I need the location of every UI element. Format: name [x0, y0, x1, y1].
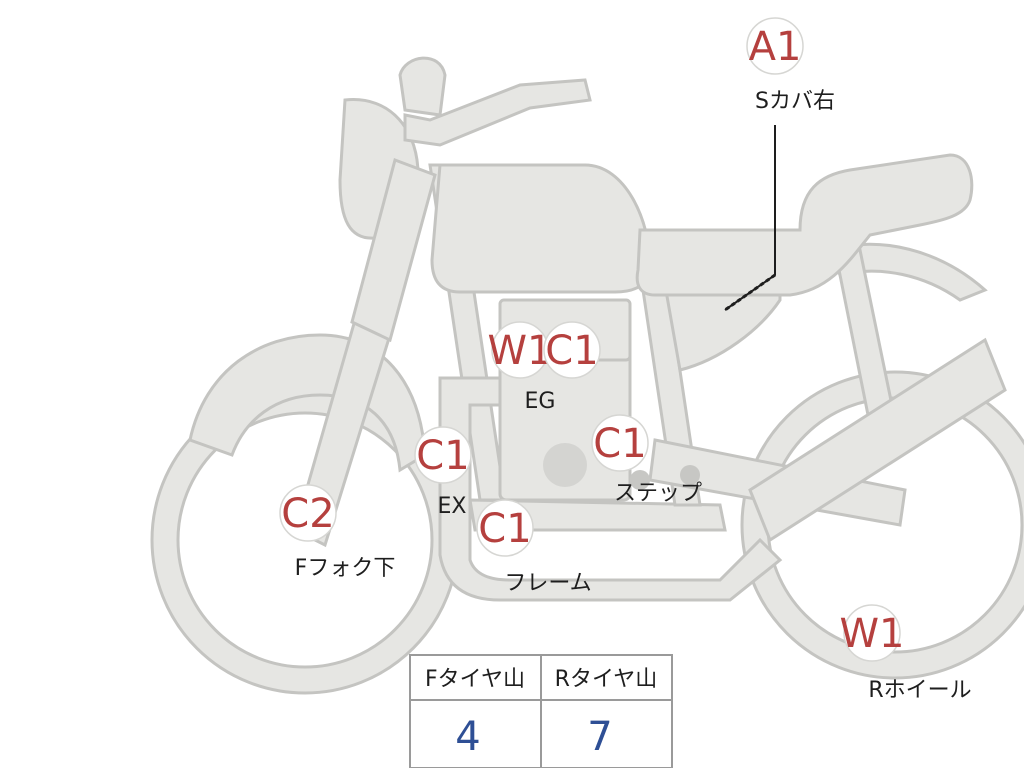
marker-label: EX: [438, 494, 467, 519]
marker-label: Fフォク下: [295, 556, 396, 581]
step-peg-2: [680, 465, 700, 485]
marker-code: W1: [840, 611, 905, 657]
marker-w1-engine: W1: [488, 321, 553, 379]
marker-circle: [279, 484, 337, 542]
marker-label: EG: [525, 389, 556, 414]
marker-label: フレーム: [504, 571, 591, 596]
marker-circle: [476, 499, 534, 557]
marker-c2-front-fork: C2 Fフォク下: [279, 484, 396, 581]
rear-fender: [827, 242, 988, 302]
marker-circle: [414, 426, 472, 484]
frame-cradle: [468, 498, 727, 532]
rear-tire-header: Rタイヤ山: [555, 667, 658, 692]
marker-c1-exhaust: C1 EX: [414, 426, 472, 519]
front-wheel-outline-inner: [176, 411, 434, 669]
handlebar: [403, 78, 592, 147]
motorcycle-illustration: [150, 56, 1024, 695]
marker-code: C1: [416, 433, 469, 479]
marker-code: C1: [593, 421, 646, 467]
marker-code: C1: [545, 328, 598, 374]
muffler: [748, 337, 1007, 543]
marker-label: ステップ: [614, 481, 702, 506]
marker-c1-step: C1 ステップ: [591, 414, 702, 506]
exhaust-pipe: [438, 376, 783, 602]
tire-tread-table: Fタイヤ山 Rタイヤ山 4 7: [409, 654, 673, 768]
side-cover: [663, 283, 782, 372]
front-tire-header: Fタイヤ山: [425, 667, 525, 692]
marker-w1-rear-wheel: W1 Rホイール: [840, 604, 972, 703]
marker-circle: [543, 321, 601, 379]
front-tire-value: 4: [455, 714, 480, 760]
engine-cover: [543, 443, 587, 487]
marker-code: A1: [749, 24, 802, 70]
marker-circle: [591, 414, 649, 472]
fuel-tank: [430, 163, 652, 294]
marker-code: C1: [478, 506, 531, 552]
marker-code: C2: [281, 491, 334, 537]
marker-circle: [843, 604, 901, 662]
rear-wheel: [742, 372, 1024, 678]
marker-circle: [746, 17, 804, 75]
step-peg-1: [630, 470, 650, 490]
marker-label: Sカバ右: [755, 89, 835, 114]
marker-label: Rホイール: [868, 678, 971, 703]
front-fork-upper: [350, 158, 437, 343]
rear-wheel-outline-outer: [740, 370, 1024, 680]
marker-c1-frame: C1 フレーム: [476, 499, 592, 596]
marker-c1-engine: C1 EG: [525, 321, 601, 414]
rear-tire-value: 7: [587, 714, 612, 760]
mirror: [398, 56, 447, 117]
marker-a1-side-cover: A1 Sカバ右: [746, 17, 835, 114]
side-cover-leader-dash: [724, 273, 776, 312]
seat: [635, 153, 974, 297]
marker-code: W1: [488, 328, 553, 374]
